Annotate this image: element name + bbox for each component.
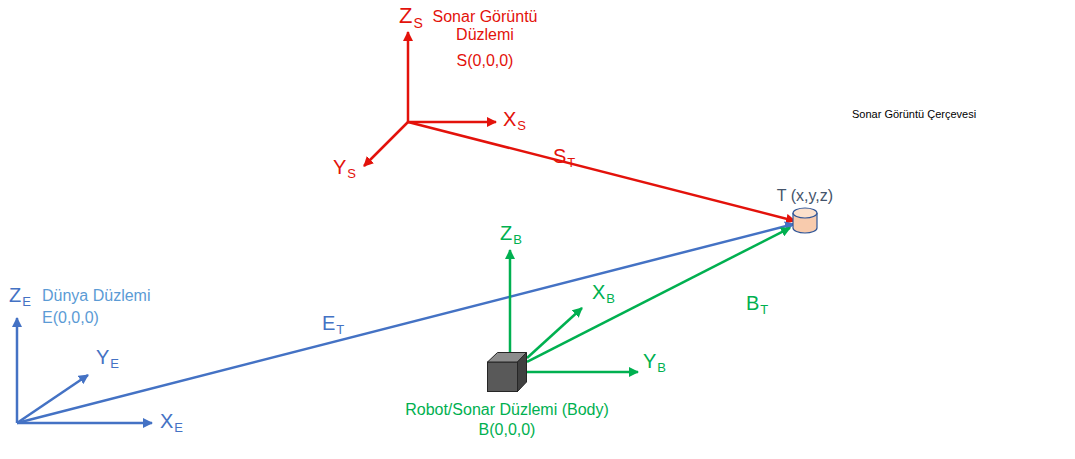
axis-letter: Z bbox=[500, 222, 512, 245]
target-label: T (x,y,z) bbox=[752, 186, 858, 205]
plane-surface bbox=[130, 90, 1045, 372]
axis-subscript: S bbox=[413, 15, 422, 31]
target-cylinder bbox=[790, 205, 820, 235]
y-axis-world bbox=[17, 375, 88, 423]
frame-name: Robot/Sonar Düzlemi (Body) bbox=[372, 400, 642, 419]
axis-subscript: E bbox=[22, 295, 31, 310]
axis-subscript: E bbox=[110, 357, 119, 372]
target-object: T (x,y,z) bbox=[752, 186, 858, 235]
x-axis-world bbox=[17, 422, 152, 425]
frame-origin: E(0,0,0) bbox=[42, 309, 99, 327]
axis-letter: X bbox=[592, 281, 605, 304]
y-axis-body bbox=[527, 371, 638, 374]
z-axis-world bbox=[16, 318, 19, 423]
axis-letter: Y bbox=[643, 350, 656, 373]
axis-subscript: B bbox=[606, 292, 615, 307]
axis-subscript: E bbox=[174, 421, 183, 436]
robot-body: Robot/Sonar Düzlemi (Body)B(0,0,0) bbox=[372, 352, 642, 439]
z-axis-body bbox=[509, 250, 512, 352]
axis-letter: X bbox=[160, 410, 173, 433]
axis-subscript: S bbox=[517, 119, 526, 134]
vector-subscript: T bbox=[760, 303, 768, 318]
sonar-target-vector bbox=[408, 122, 795, 221]
plane-outline bbox=[130, 90, 1045, 372]
axis-subscript: B bbox=[657, 361, 666, 376]
vector-arrow bbox=[527, 228, 790, 362]
axis-subscript: S bbox=[347, 167, 356, 182]
plane-caption: Sonar Görüntü Çerçevesi bbox=[852, 108, 976, 121]
vector-letter: E bbox=[322, 312, 335, 335]
y-axis-sonar bbox=[364, 122, 408, 166]
frame-name: Sonar Görüntü Düzlemi bbox=[415, 8, 555, 45]
robot-cube bbox=[487, 352, 527, 392]
frame-origin: S(0,0,0) bbox=[415, 52, 555, 70]
axis-letter: Z bbox=[399, 3, 412, 28]
axis-letter: Z bbox=[9, 284, 21, 307]
vector-subscript: T bbox=[567, 156, 575, 171]
z-axis-sonar bbox=[407, 32, 410, 122]
frame-origin: B(0,0,0) bbox=[372, 420, 642, 439]
x-axis-body bbox=[527, 308, 582, 358]
frame-name: Dünya Düzlemi bbox=[42, 287, 150, 305]
axis-letter: X bbox=[503, 108, 516, 131]
axis-letter: Y bbox=[333, 156, 346, 179]
x-axis-sonar bbox=[408, 121, 496, 124]
vector-letter: B bbox=[746, 292, 759, 315]
vector-letter: S bbox=[553, 145, 566, 168]
sonar-field-wedge bbox=[408, 90, 1045, 372]
axis-letter: Y bbox=[96, 346, 109, 369]
axis-subscript: B bbox=[513, 233, 522, 248]
vector-subscript: T bbox=[336, 323, 344, 338]
world-target-vector bbox=[17, 224, 794, 423]
sonar-image-plane: Sonar Görüntü Çerçevesi T (x,y,z) bbox=[130, 90, 1045, 372]
